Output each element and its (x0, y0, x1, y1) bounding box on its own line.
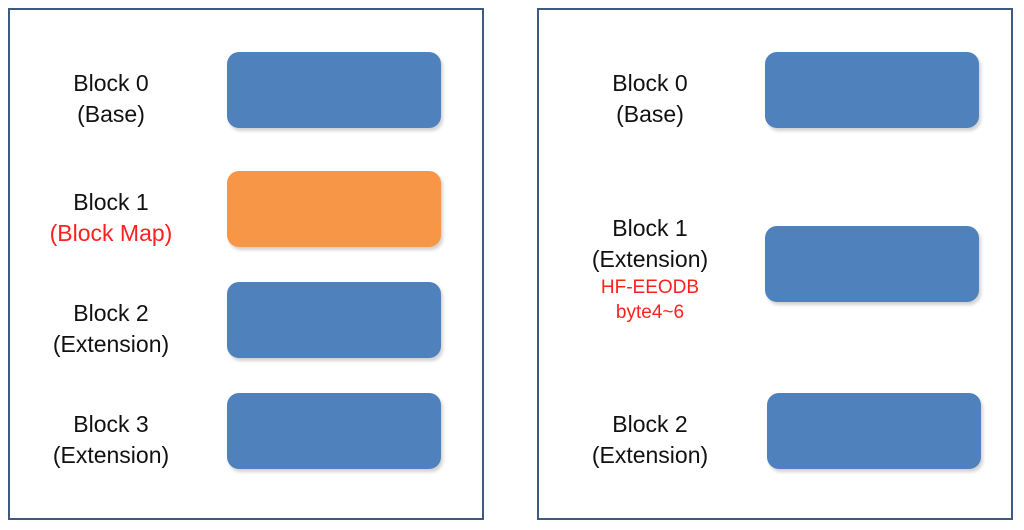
right-diagram-frame: Block 0 (Base) Block 1 (Extension) HF-EE… (537, 8, 1013, 520)
block-type: (Base) (77, 101, 145, 127)
right-block-1-rect (765, 226, 979, 302)
block-name: Block 1 (73, 189, 149, 215)
left-block-0-label: Block 0 (Base) (1, 68, 221, 130)
block-name: Block 0 (73, 70, 149, 96)
block-type: (Extension) (591, 246, 709, 272)
block-type-highlight: (Block Map) (49, 220, 173, 246)
block-name: Block 1 (612, 215, 688, 241)
right-block-2-rect (767, 393, 981, 469)
byte-range-note: byte4~6 (615, 302, 685, 323)
block-type: (Base) (616, 101, 684, 127)
block-name: Block 2 (612, 411, 688, 437)
block-name: Block 2 (73, 300, 149, 326)
right-block-1-label: Block 1 (Extension) HF-EEODB byte4~6 (540, 213, 760, 325)
left-block-1-rect (227, 171, 441, 247)
left-block-2-rect (227, 282, 441, 358)
left-block-0-rect (227, 52, 441, 128)
left-diagram-frame: Block 0 (Base) Block 1 (Block Map) Block… (8, 8, 484, 520)
right-block-2-label: Block 2 (Extension) (540, 409, 760, 471)
right-block-0-label: Block 0 (Base) (540, 68, 760, 130)
hf-eeodb-note: HF-EEODB (600, 277, 700, 298)
left-block-1-label: Block 1 (Block Map) (1, 187, 221, 249)
block-type: (Extension) (52, 442, 170, 468)
block-name: Block 0 (612, 70, 688, 96)
left-block-2-label: Block 2 (Extension) (1, 298, 221, 360)
right-block-0-rect (765, 52, 979, 128)
block-type: (Extension) (52, 331, 170, 357)
block-name: Block 3 (73, 411, 149, 437)
left-block-3-label: Block 3 (Extension) (1, 409, 221, 471)
block-type: (Extension) (591, 442, 709, 468)
left-block-3-rect (227, 393, 441, 469)
